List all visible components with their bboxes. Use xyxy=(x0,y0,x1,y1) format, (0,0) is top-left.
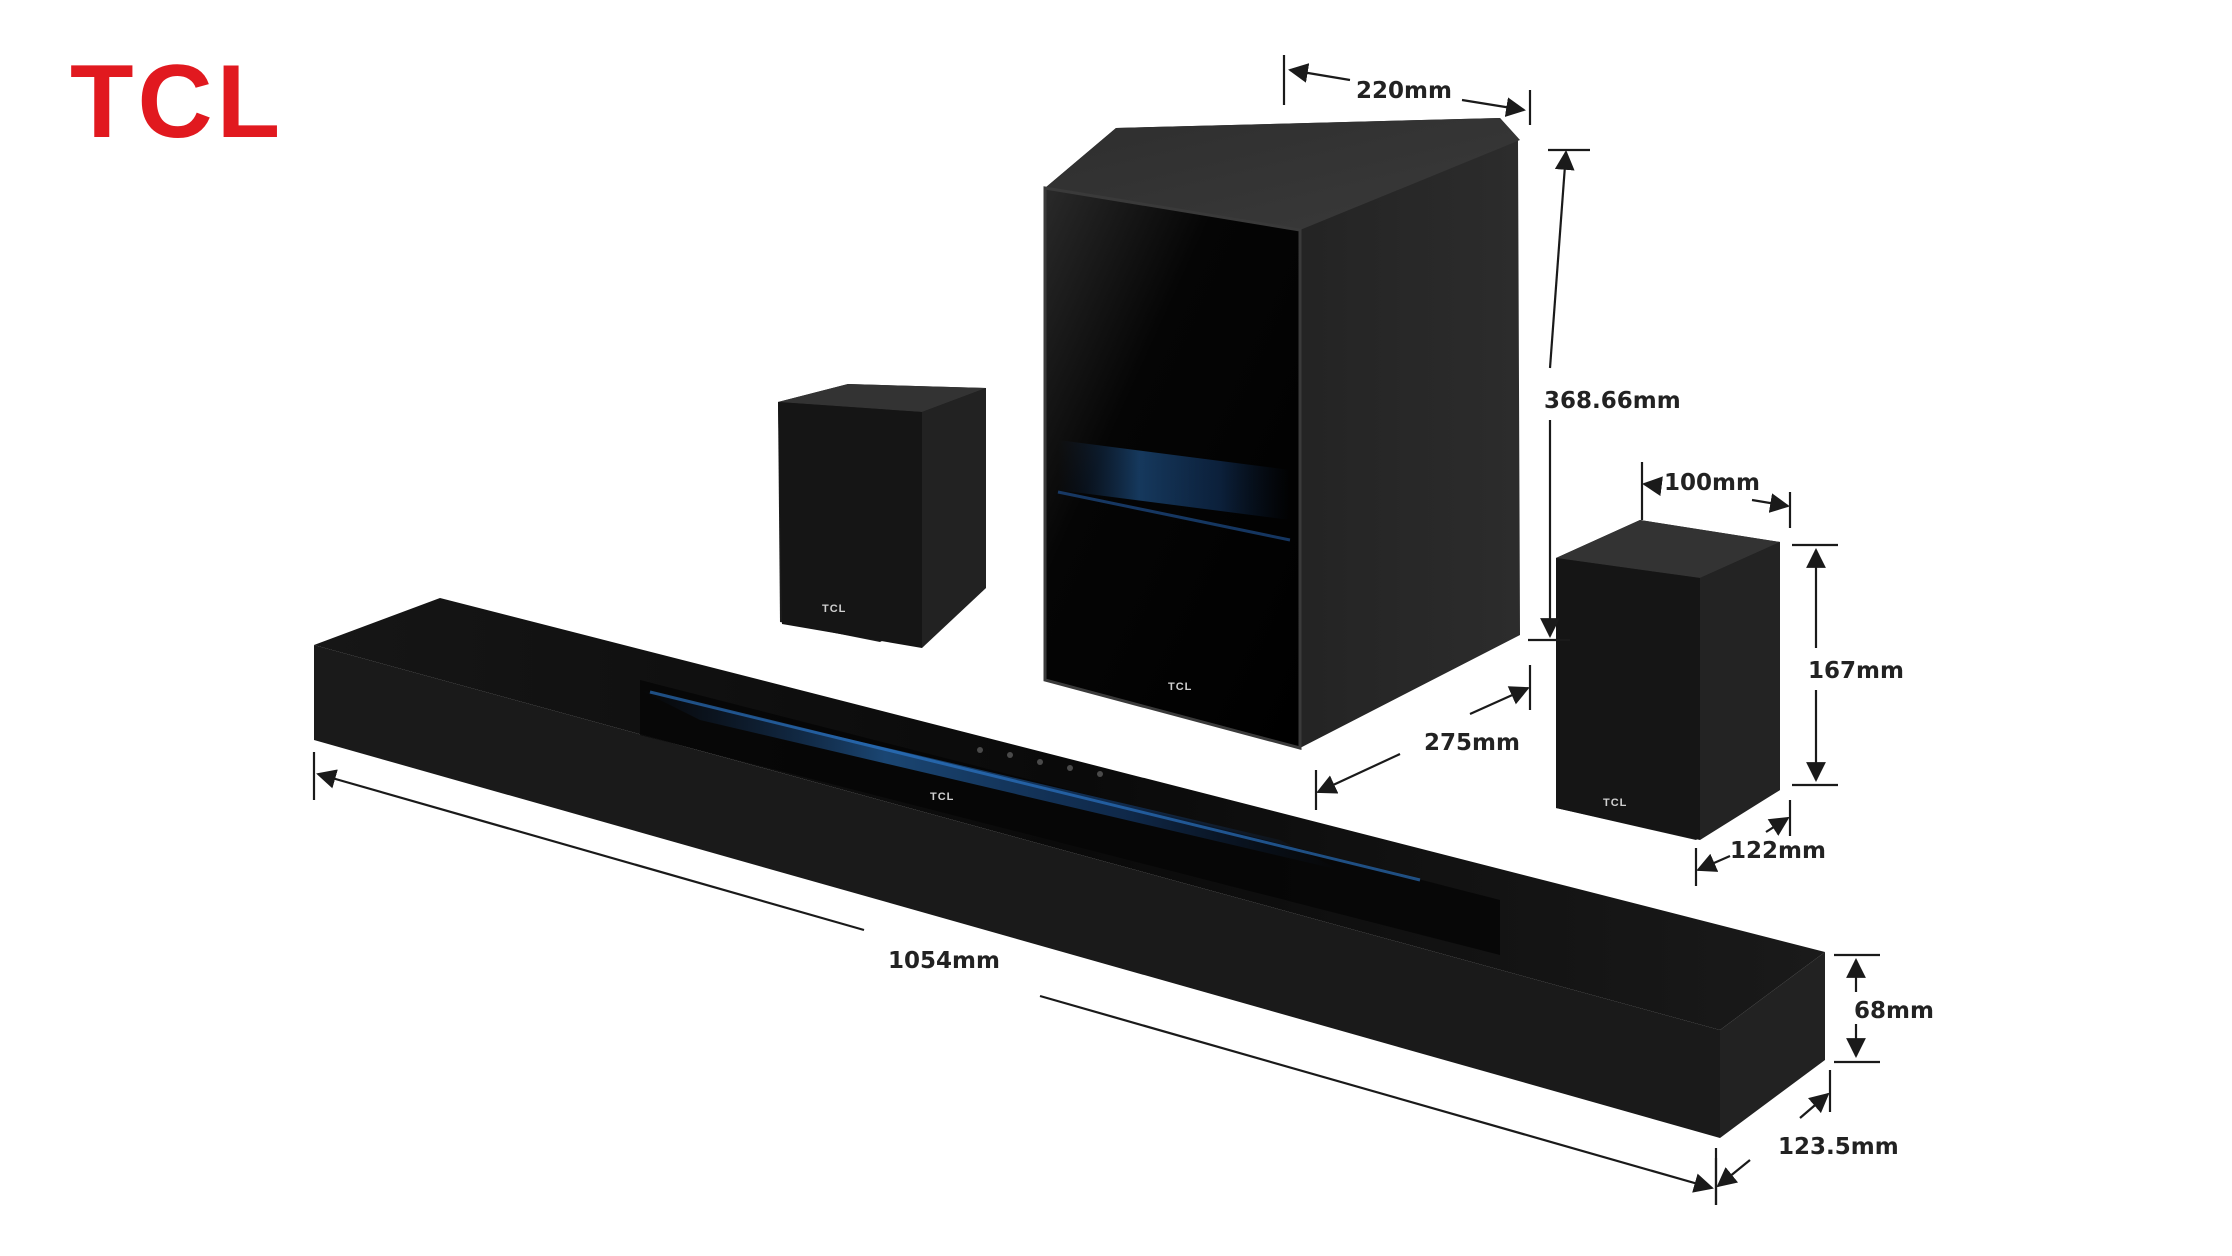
satellite-width-arrow-left xyxy=(1642,476,1663,497)
satellite-depth-arrow-left xyxy=(1696,853,1731,872)
subwoofer-width-label: 220mm xyxy=(1356,78,1452,104)
dimension-annotations: 220mm 368.66mm 275mm 100mm 167mm xyxy=(312,55,1934,1205)
subwoofer-height-arrow-top xyxy=(1548,150,1575,369)
subwoofer-badge: TCL xyxy=(1168,681,1192,693)
soundbar-length-arrow-right xyxy=(1039,994,1714,1193)
soundbar-depth-arrow-left xyxy=(1716,1159,1751,1188)
right-satellite-badge: TCL xyxy=(1603,797,1627,809)
tcl-logo: TCL xyxy=(70,44,285,160)
subwoofer-width-arrow-left xyxy=(1288,63,1351,83)
satellite-width-arrow-right xyxy=(1751,493,1790,513)
soundbar: TCL xyxy=(314,598,1825,1138)
soundbar-badge: TCL xyxy=(930,791,954,803)
satellite-height-label: 167mm xyxy=(1808,658,1904,684)
subwoofer-depth-label: 275mm xyxy=(1424,730,1520,756)
subwoofer-width-arrow-right xyxy=(1461,97,1526,117)
soundbar-depth-label: 123.5mm xyxy=(1778,1134,1899,1160)
satellite-depth-label: 122mm xyxy=(1730,838,1826,864)
subwoofer: TCL xyxy=(1043,118,1520,750)
soundbar-length-label: 1054mm xyxy=(888,948,1000,974)
satellite-width-label: 100mm xyxy=(1664,470,1760,496)
left-satellite-speaker: TCL xyxy=(778,384,986,648)
subwoofer-height-label: 368.66mm xyxy=(1544,388,1681,414)
soundbar-depth-arrow-right xyxy=(1799,1092,1830,1119)
right-satellite-speaker: TCL xyxy=(1556,520,1780,840)
soundbar-length-arrow-left xyxy=(316,769,865,932)
left-satellite-badge: TCL xyxy=(822,603,846,615)
satellite-depth-arrow-right xyxy=(1765,816,1790,836)
soundbar-height-label: 68mm xyxy=(1854,998,1934,1024)
subwoofer-depth-arrow-right xyxy=(1469,686,1530,716)
subwoofer-depth-arrow-left xyxy=(1316,753,1401,794)
